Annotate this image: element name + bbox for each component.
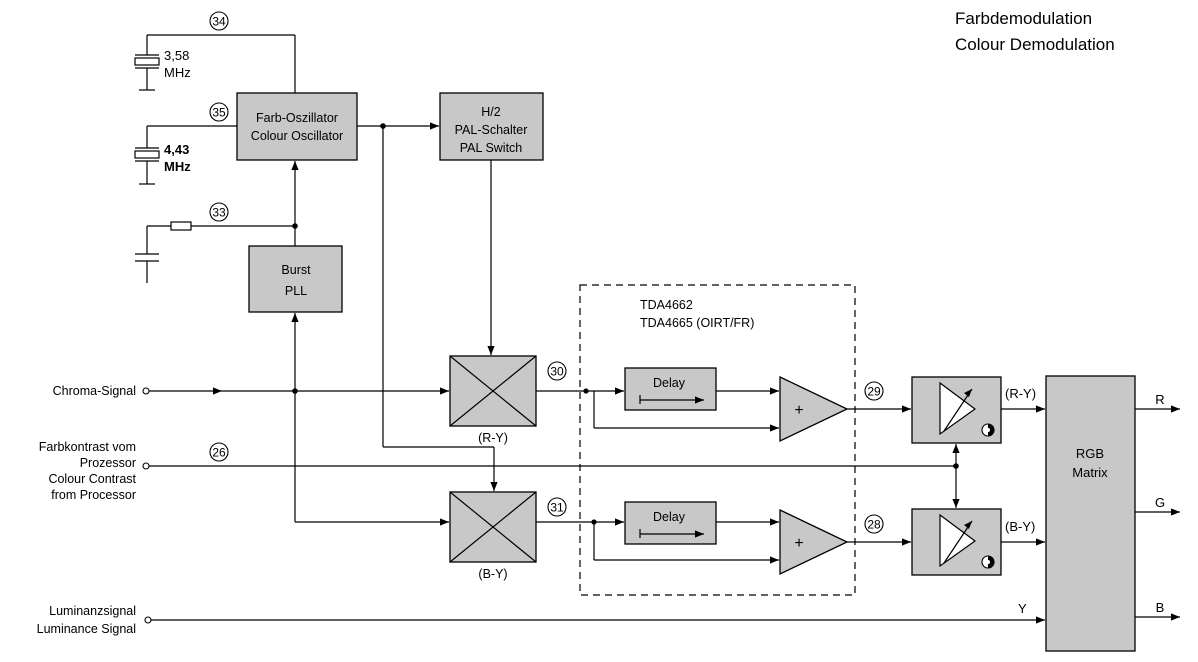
pin-29: 29 xyxy=(864,381,884,401)
chip-label-line-2: TDA4665 (OIRT/FR) xyxy=(640,316,754,330)
pin-31: 31 xyxy=(547,497,567,517)
adder-bottom xyxy=(779,508,849,576)
oscillator-label-line-2: Colour Oscillator xyxy=(251,129,343,143)
svg-text:35: 35 xyxy=(212,106,226,120)
contrast-label-line-4: from Processor xyxy=(51,488,136,502)
pal-switch-block xyxy=(439,92,544,161)
contrast-input-terminal xyxy=(142,462,150,470)
contrast-label-line-3: Colour Contrast xyxy=(48,472,136,486)
adder-top-symbol: + xyxy=(794,402,803,419)
b-y-output-label: (B-Y) xyxy=(1005,519,1035,534)
crystal-1-unit: MHz xyxy=(164,65,191,80)
y-input-label: Y xyxy=(1018,601,1027,616)
svg-text:33: 33 xyxy=(212,206,226,220)
chroma-signal-label: Chroma-Signal xyxy=(53,384,136,398)
crystal-1-frequency: 3,58 xyxy=(164,48,189,63)
pin-28: 28 xyxy=(864,514,884,534)
chroma-input-terminal xyxy=(142,387,150,395)
contrast-label-line-2: Prozessor xyxy=(80,456,136,470)
tda4662-delay-line-boundary xyxy=(579,284,856,596)
oscillator-label-line-1: Farb-Oszillator xyxy=(256,111,338,125)
pal-label-line-3: PAL Switch xyxy=(460,141,523,155)
crystal-2-frequency: 4,43 xyxy=(164,142,189,157)
pin-34: 34 xyxy=(209,11,229,31)
pin-30: 30 xyxy=(547,361,567,381)
burst-pll-block xyxy=(248,245,343,313)
matrix-label-line-1: RGB xyxy=(1076,446,1104,461)
contrast-amplifier-top xyxy=(911,376,1002,444)
pal-label-line-1: H/2 xyxy=(481,105,501,119)
colour-oscillator-block xyxy=(236,92,358,161)
crystal-2-unit: MHz xyxy=(164,159,191,174)
matrix-label-line-2: Matrix xyxy=(1072,465,1108,480)
svg-text:34: 34 xyxy=(212,15,226,29)
svg-text:31: 31 xyxy=(550,501,564,515)
r-y-mixer-label: (R-Y) xyxy=(478,431,508,445)
r-y-demodulator-mixer xyxy=(449,355,537,427)
b-output-label: B xyxy=(1156,600,1165,615)
adder-top xyxy=(779,375,849,443)
pin-26: 26 xyxy=(209,442,229,462)
contrast-amplifier-bottom xyxy=(911,508,1002,576)
title-line-1: Farbdemodulation xyxy=(955,9,1092,28)
rgb-matrix-block xyxy=(1045,375,1136,652)
svg-text:30: 30 xyxy=(550,365,564,379)
burst-label-line-2: PLL xyxy=(285,284,307,298)
svg-text:26: 26 xyxy=(212,446,226,460)
luminance-label-line-2: Luminance Signal xyxy=(37,622,136,636)
delay-top-label: Delay xyxy=(653,376,686,390)
g-output-label: G xyxy=(1155,495,1165,510)
burst-label-line-1: Burst xyxy=(281,263,311,277)
b-y-demodulator-mixer xyxy=(449,491,537,563)
loop-filter xyxy=(135,221,295,283)
crystal-4-43-mhz: 4,43 MHz xyxy=(134,125,237,185)
pin-33: 33 xyxy=(209,202,229,222)
title-line-2: Colour Demodulation xyxy=(955,35,1115,54)
adder-bottom-symbol: + xyxy=(794,535,803,552)
delay-bottom-label: Delay xyxy=(653,510,686,524)
luminance-input-terminal xyxy=(144,616,152,624)
r-y-output-label: (R-Y) xyxy=(1005,386,1036,401)
r-output-label: R xyxy=(1155,392,1164,407)
luminance-label-line-1: Luminanzsignal xyxy=(49,604,136,618)
contrast-label-line-1: Farbkontrast vom xyxy=(39,440,136,454)
svg-text:29: 29 xyxy=(867,385,881,399)
pal-label-line-2: PAL-Schalter xyxy=(455,123,528,137)
chip-label-line-1: TDA4662 xyxy=(640,298,693,312)
pin-35: 35 xyxy=(209,102,229,122)
crystal-3-58-mhz: 3,58 MHz xyxy=(134,34,295,91)
svg-text:28: 28 xyxy=(867,518,881,532)
b-y-mixer-label: (B-Y) xyxy=(478,567,507,581)
